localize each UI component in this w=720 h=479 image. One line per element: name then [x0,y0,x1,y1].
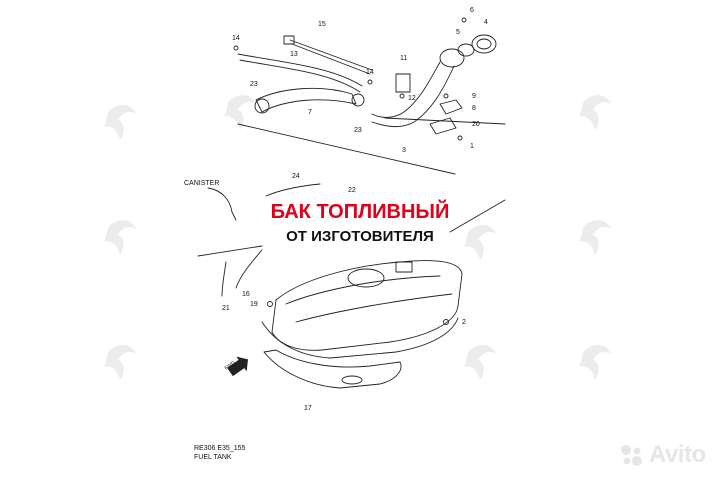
avito-wordmark: Avito [649,441,706,468]
part-number: 20 [472,121,480,128]
part-number: 11 [400,55,407,62]
part-number: 23 [250,81,258,88]
part-number: 3 [402,147,406,154]
gasket-20 [429,117,457,135]
part-number: 21 [222,305,230,312]
protector-17 [263,349,402,389]
orka-logo-icon [104,105,136,140]
part-number: 19 [250,301,258,308]
orka-logo-icon [104,345,136,380]
filler-neck-3 [371,65,455,128]
breather-hose-24 [207,187,237,221]
orka-logo-icon [579,345,611,380]
screw-12 [399,93,405,99]
cap-4-inner [476,38,492,50]
fwd-label: FWD [224,360,237,372]
orka-logo-icon [104,220,136,255]
section-line [237,123,456,175]
part-number: 22 [348,187,356,194]
part-number: 17 [304,405,312,412]
screw-14 [367,79,373,85]
orka-logo-icon [464,225,496,260]
gasket-8 [439,99,463,115]
clamp-23 [254,98,270,114]
watermark-logos [104,95,611,380]
bolt-2 [443,319,449,325]
banner-subtitle-text: ОТ ИЗГОТОВИТЕЛЯ [276,227,444,246]
part-number: 9 [472,93,476,100]
part-number: 1 [470,143,474,150]
orka-logo-icon [224,95,256,130]
part-number: 4 [484,19,488,26]
part-number: 14 [232,35,240,42]
fuel-tank-ridge [295,293,453,323]
part-number: 16 [242,291,250,298]
bracket-15 [283,35,295,45]
fwd-arrow-icon [227,356,249,377]
part-number: 2 [462,319,466,326]
part-number: 8 [472,105,476,112]
bolt-6 [461,17,467,23]
hose-7 [255,87,357,113]
filler-neck-3 [371,61,441,118]
part-number: 14 [366,69,374,76]
part-number: 7 [308,109,312,116]
bracket-11 [395,73,411,93]
orka-logo-icon [579,220,611,255]
tank-fitting [395,261,413,273]
banner-title: БАК ТОПЛИВНЫЙ [0,200,720,225]
bolt-9 [443,93,449,99]
part-number: 13 [290,51,298,58]
part-number: 15 [318,21,326,28]
fuel-tank-ridge [285,275,441,305]
section-line [384,117,506,125]
bolt-19 [267,301,273,307]
strap-15 [289,39,373,75]
pipe-21 [221,261,227,297]
cap-4 [471,34,497,54]
caption-code: RE306 E35_155 [194,445,246,452]
part-number: 6 [470,7,474,14]
section-line [197,245,263,257]
banner-subtitle: ОТ ИЗГОТОВИТЕЛЯ [0,227,720,246]
breather-hose-24 [265,183,321,197]
part-number: 5 [456,29,460,36]
gasket-5 [457,43,475,57]
part-number: 23 [354,127,362,134]
orka-logo-icon [579,95,611,130]
tank-flange [261,317,459,359]
drain-hole [341,375,363,385]
part-number: 24 [292,173,300,180]
screw-14 [233,45,239,51]
avito-logo-icon [621,445,642,466]
filler-opening [439,48,465,68]
avito-watermark: Avito [618,441,706,469]
pump-opening [347,268,385,288]
clamp-23 [351,93,365,107]
orka-logo-icon [464,345,496,380]
section-line [449,199,506,233]
canister-label: CANISTER [184,180,219,187]
pipe-16 [235,249,263,289]
part-number: 12 [408,95,416,102]
hose-13 [237,53,363,87]
diagram-caption: RE306 E35_155 FUEL TANK [194,444,245,462]
fuel-tank [271,260,463,351]
caption-name: FUEL TANK [194,454,232,461]
hose-13 [239,59,361,93]
bolt-1 [457,135,463,141]
banner-title-text: БАК ТОПЛИВНЫЙ [260,200,460,225]
